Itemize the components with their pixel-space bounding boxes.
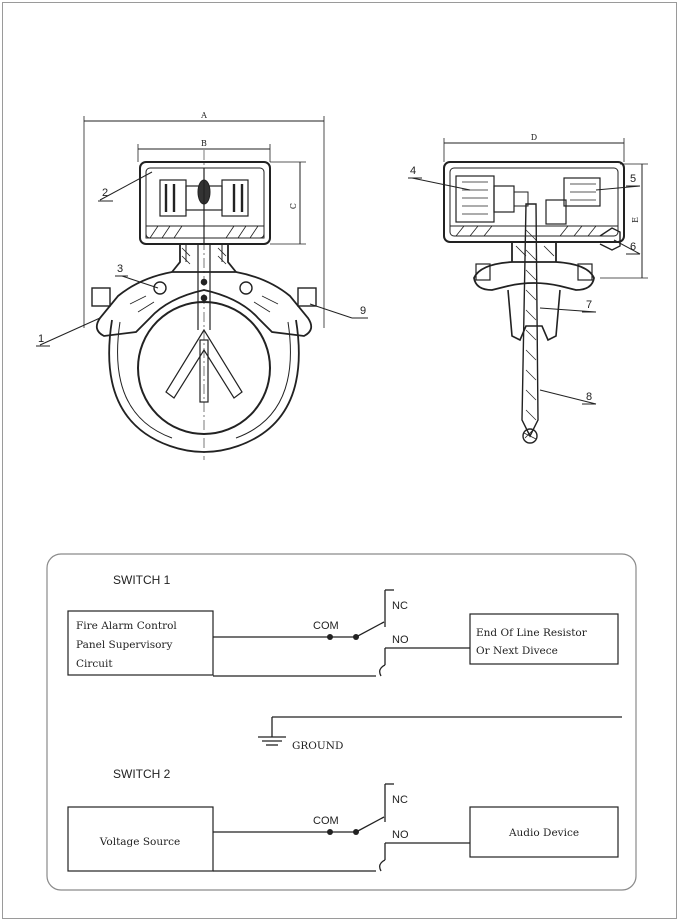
switch1-device-line2: Or Next Divece — [476, 645, 558, 657]
dim-label-c: C — [289, 203, 298, 209]
switch1-nc-label: NC — [392, 600, 408, 612]
switch2-device-label: Audio Device — [508, 827, 579, 839]
callout-5: 5 — [630, 173, 636, 185]
switch1-wires — [213, 589, 470, 677]
switch1-com-label: COM — [313, 620, 339, 632]
dim-label-d: D — [531, 133, 537, 142]
callout-4: 4 — [410, 165, 416, 177]
switch2-com-dot — [327, 829, 333, 835]
switch1-title: SWITCH 1 — [113, 573, 171, 587]
callout-9: 9 — [360, 305, 366, 317]
callout-7: 7 — [586, 299, 592, 311]
switch2-com-label: COM — [313, 815, 339, 827]
callout-6: 6 — [630, 241, 636, 253]
switch1-no-label: NO — [392, 634, 409, 646]
front-view — [83, 116, 325, 460]
callout-2: 2 — [102, 187, 108, 199]
switch1-device-line1: End Of Line Resistor — [476, 627, 588, 639]
switch1-com-dot — [327, 634, 333, 640]
switch1-device-box — [469, 613, 619, 665]
dim-label-b: B — [201, 139, 207, 148]
dim-label-a: A — [200, 111, 207, 120]
switch1-source-line1: Fire Alarm Control — [76, 620, 177, 632]
side-callout-leaders — [408, 177, 641, 405]
dim-label-e: E — [631, 217, 640, 223]
switch1-pivot-dot — [353, 634, 359, 640]
switch2-nc-label: NC — [392, 794, 408, 806]
switch1-source-line3: Circuit — [76, 658, 113, 670]
callout-1: 1 — [38, 333, 44, 345]
callout-8: 8 — [586, 391, 592, 403]
callout-3: 3 — [117, 263, 123, 275]
switch2-source-box — [67, 806, 214, 872]
switch1-source-line2: Panel Supervisory — [76, 639, 172, 651]
switch2-wires — [213, 783, 470, 872]
side-view — [443, 138, 648, 444]
wiring-panel — [46, 553, 637, 891]
switch2-title: SWITCH 2 — [113, 767, 171, 781]
switch1-source-box — [67, 610, 214, 676]
switch2-device-box — [469, 806, 619, 858]
switch2-source-label: Voltage Source — [99, 836, 180, 848]
switch2-no-label: NO — [392, 829, 409, 841]
front-callout-leaders — [36, 171, 368, 347]
ground-symbol — [258, 716, 622, 746]
ground-label: GROUND — [292, 740, 343, 752]
switch2-pivot-dot — [353, 829, 359, 835]
